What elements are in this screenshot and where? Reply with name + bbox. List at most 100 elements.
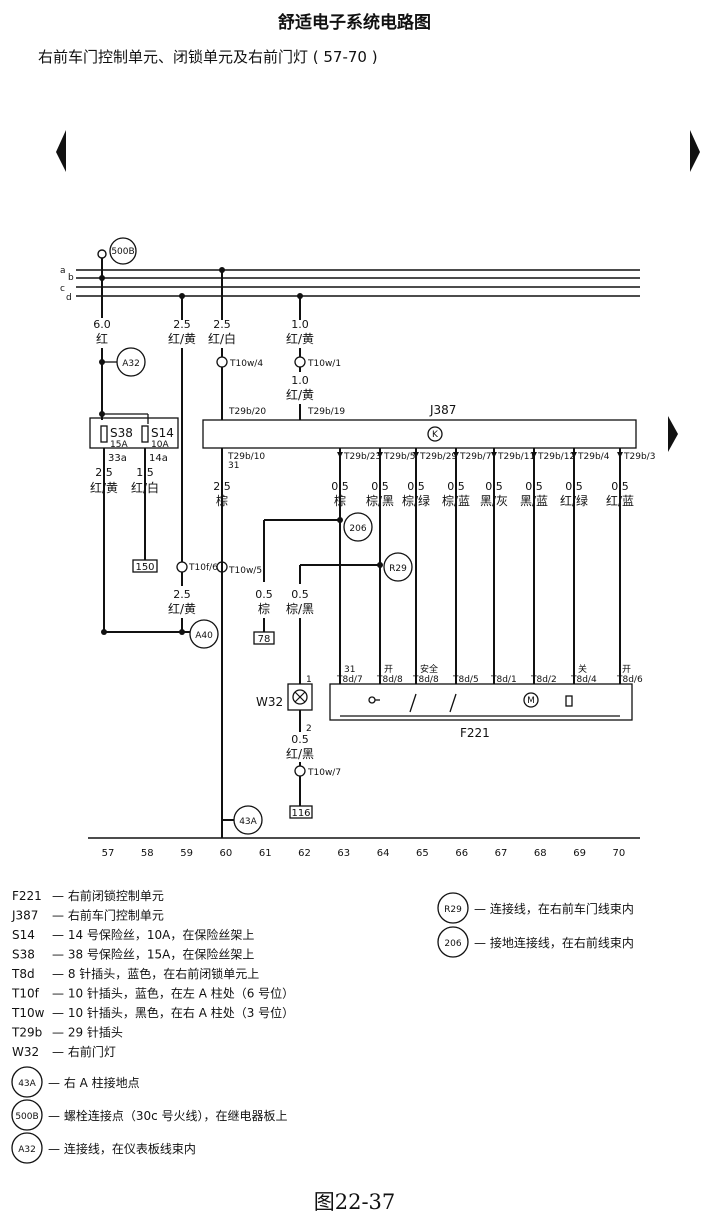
connector-206-label: 206 xyxy=(349,524,366,534)
legend-text: — 8 针插头，蓝色，在右前闭锁单元上 xyxy=(52,966,259,981)
legend-code: S38 xyxy=(12,948,35,962)
legend-code: 500B xyxy=(15,1112,38,1122)
wire-color: 棕/黑 xyxy=(286,601,314,616)
wire-size: 6.0 xyxy=(93,318,111,331)
legend-circle-icon xyxy=(437,892,469,924)
wire-color: 棕 xyxy=(258,601,270,616)
legend-text: — 右前门灯 xyxy=(52,1044,116,1059)
j387-pin-label: T29b/10 xyxy=(227,452,265,462)
legend-text: — 29 针插头 xyxy=(52,1025,123,1040)
connector-r29 xyxy=(383,552,413,582)
j387-pin-label: T29b/3 xyxy=(623,452,655,462)
plug-icon xyxy=(294,765,306,777)
legend-code: 206 xyxy=(444,939,461,949)
wire-size: 0.5 xyxy=(611,480,629,493)
wire-color: 红/黄 xyxy=(168,331,196,346)
wire-color: 红/蓝 xyxy=(606,493,634,508)
wire-color: 红/黄 xyxy=(168,601,196,616)
connector-a40-label: A40 xyxy=(195,631,213,641)
column-number: 68 xyxy=(534,848,547,859)
legend-code: 43A xyxy=(18,1079,36,1089)
prev-page-arrow-icon[interactable] xyxy=(56,130,66,172)
column-number: 59 xyxy=(180,848,193,859)
ground-point-43a xyxy=(233,805,263,835)
wire-color: 红/黑 xyxy=(286,746,314,761)
fuse-s14-rating: 10A xyxy=(151,440,169,450)
pin-arrow-icon xyxy=(453,452,459,458)
legend-code: T10w xyxy=(11,1006,45,1020)
j387-pin-label: T29b/19 xyxy=(307,407,345,417)
diagram-subtitle: 右前车门控制单元、闭锁单元及右前门灯 ( 57-70 ) xyxy=(38,48,378,66)
column-number: 62 xyxy=(298,848,311,859)
connector-500b-label: 500B xyxy=(111,247,134,257)
legend-circle-icon xyxy=(11,1099,43,1131)
legend-code: J387 xyxy=(11,909,38,923)
wire-color: 棕 xyxy=(334,493,346,508)
legend-code: T10f xyxy=(11,987,40,1001)
legend-text: — 右前闭锁控制单元 xyxy=(52,888,164,903)
legend-circle-icon xyxy=(11,1132,43,1164)
f221-name: F221 xyxy=(460,726,490,740)
connector-500b xyxy=(109,237,137,265)
lamp-pin-1: 1 xyxy=(306,675,312,685)
control-unit-icon xyxy=(427,426,443,442)
lamp-icon xyxy=(292,689,308,705)
column-number: 63 xyxy=(337,848,350,859)
fuse-box xyxy=(89,417,179,449)
legend-code: W32 xyxy=(12,1045,39,1059)
column-number: 61 xyxy=(259,848,272,859)
f221-pin-label: T8d/5 xyxy=(452,675,479,685)
column-number: 60 xyxy=(220,848,233,859)
wire-size: 0.5 xyxy=(371,480,389,493)
lamp-pin-2: 2 xyxy=(306,724,312,734)
wire-size: 2.5 xyxy=(173,588,191,601)
column-number: 64 xyxy=(377,848,390,859)
bus-label-d: d xyxy=(66,293,72,303)
column-number: 69 xyxy=(573,848,586,859)
wire-color: 黑/蓝 xyxy=(520,494,548,508)
pin-arrow-icon xyxy=(377,452,383,458)
legend-code: R29 xyxy=(444,905,462,915)
legend-text: — 螺栓连接点（30c 号火线），在继电器板上 xyxy=(48,1108,288,1123)
reference-box-78-label: 78 xyxy=(258,634,271,645)
legend-text: — 10 针插头，黑色，在右 A 柱处（3 号位） xyxy=(52,1005,294,1020)
legend-text: — 连接线，在右前车门线束内 xyxy=(474,901,634,916)
plug-t10w7-label: T10w/7 xyxy=(307,768,341,778)
legend-text: — 右 A 柱接地点 xyxy=(48,1075,140,1090)
wire-color: 红/黄 xyxy=(286,331,314,346)
legend-code: T29b xyxy=(11,1026,42,1040)
wire-size: 1.5 xyxy=(136,466,154,479)
wire-size: 2.5 xyxy=(173,318,191,331)
f221-annotation: 开 xyxy=(384,664,393,675)
f221-annotation: 31 xyxy=(344,665,355,675)
wire-color: 红/白 xyxy=(131,480,159,495)
fuse-s14-name: S14 xyxy=(151,426,174,440)
legend-code: T8d xyxy=(11,967,35,981)
plug-icon xyxy=(294,356,306,368)
legend-text: — 14 号保险丝，10A，在保险丝架上 xyxy=(52,927,254,942)
connector-a40 xyxy=(189,619,219,649)
f221-pin-label: T8d/8 xyxy=(412,675,439,685)
reference-box-150-label: 150 xyxy=(135,562,154,573)
next-page-arrow-icon[interactable] xyxy=(690,130,700,172)
plug-icon xyxy=(216,561,228,573)
wire-size: 0.5 xyxy=(447,480,465,493)
connector-206 xyxy=(343,512,373,542)
power-bus: a b c d xyxy=(60,266,640,303)
column-number: 65 xyxy=(416,848,429,859)
f221-unit xyxy=(329,683,633,721)
wire-color: 棕/蓝 xyxy=(442,493,470,508)
fuse-s38-rating: 15A xyxy=(110,440,128,450)
f221-pin-label: T8d/8 xyxy=(376,675,403,685)
connector-r29-label: R29 xyxy=(389,564,407,574)
fuse-s38-pin: 33a xyxy=(108,453,127,464)
wire-size: 2.5 xyxy=(213,480,231,493)
j387-name: J387 xyxy=(429,403,456,417)
j387-pin-label: T29b/11 xyxy=(497,452,535,462)
wire-color: 红/绿 xyxy=(560,493,588,508)
column-number: 70 xyxy=(613,848,626,859)
plug-icon xyxy=(176,561,188,573)
wire-color: 红/白 xyxy=(208,331,236,346)
legend-circle-icon xyxy=(437,926,469,958)
j387-unit xyxy=(202,419,637,449)
